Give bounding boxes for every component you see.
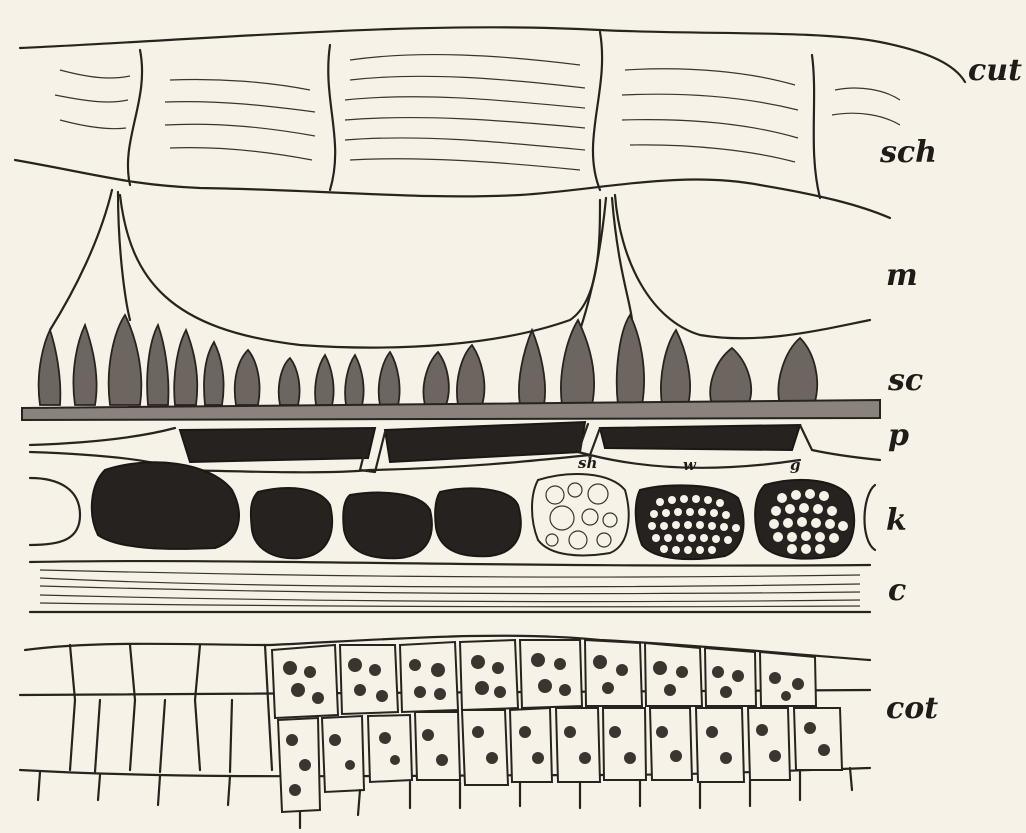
label-sch: sch [879, 135, 937, 170]
label-p: p [888, 418, 909, 453]
label-cut: cut [968, 53, 1022, 88]
sc-layer [22, 315, 880, 420]
label-m: m [886, 258, 918, 293]
cot-layer [20, 636, 870, 828]
label-w: w [683, 456, 697, 474]
label-c: c [888, 573, 906, 608]
label-cot: cot [886, 691, 938, 726]
label-sh: sh [578, 454, 597, 472]
sch-layer [15, 27, 965, 218]
label-sc: sc [887, 363, 923, 398]
c-layer [30, 561, 870, 612]
m-layer [50, 190, 870, 348]
label-k: k [886, 503, 907, 538]
label-g: g [790, 456, 801, 474]
k-layer [30, 462, 875, 559]
